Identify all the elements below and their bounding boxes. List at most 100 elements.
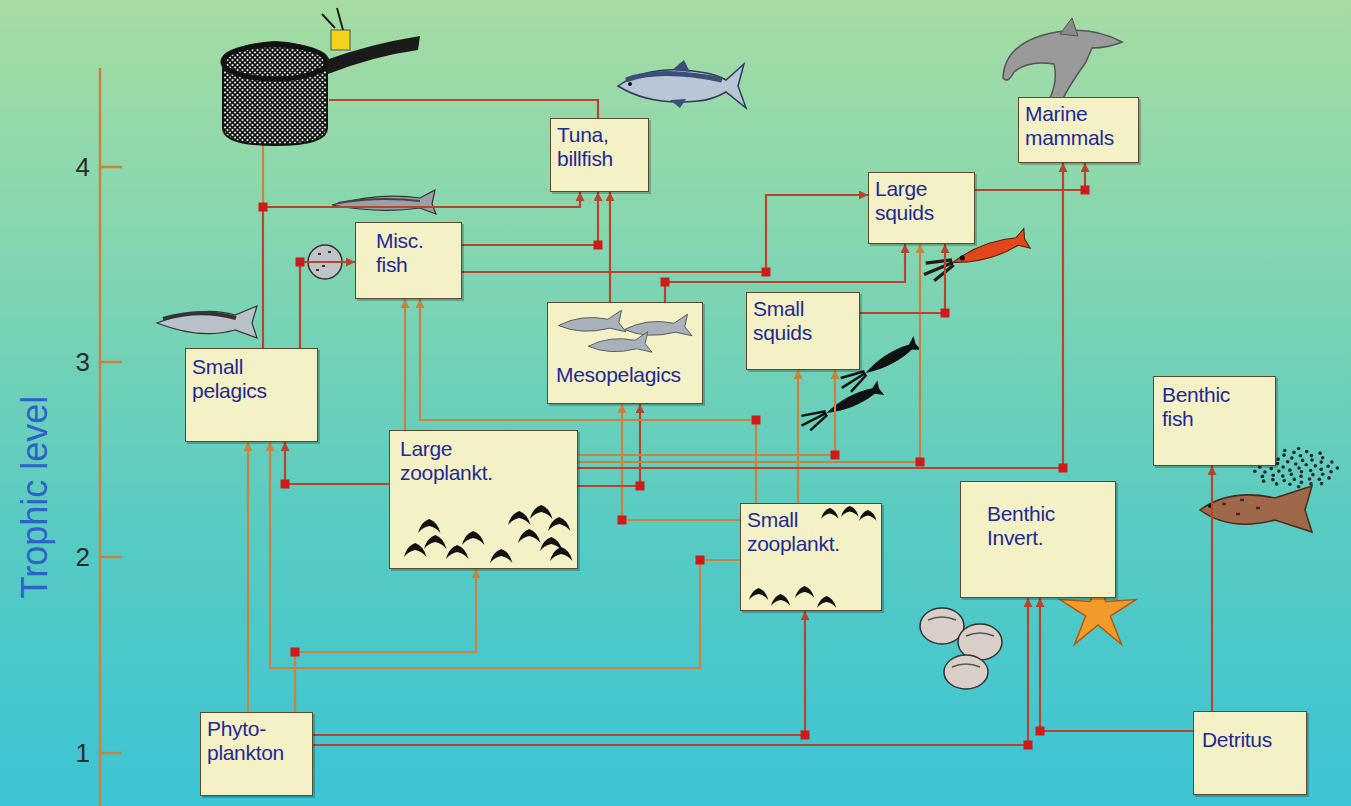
feeding-link: [609, 192, 611, 302]
zooplankton-icon: [749, 588, 768, 600]
zooplankton-icon: [490, 549, 512, 563]
food-web-box: Misc. fish: [355, 222, 462, 299]
school-fish-dot: [1305, 450, 1309, 454]
squid-tentacles: [921, 255, 957, 283]
school-fish-dot: [1309, 482, 1313, 486]
junction-marker: [1024, 741, 1033, 750]
axis-line: [99, 68, 102, 806]
node-label: Mesopelagics: [556, 363, 681, 387]
school-fish-dot: [1262, 479, 1266, 483]
zooplankton-icon: [771, 594, 790, 606]
feeding-link: [263, 192, 580, 348]
school-fish-dot: [1320, 482, 1324, 486]
feeding-link: [247, 442, 249, 712]
school-fish-dot: [1282, 479, 1286, 483]
junction-group: [259, 186, 1090, 750]
mesopelagic-fish-icon: [625, 314, 693, 336]
zooplankton-icon: [418, 519, 440, 533]
squid-body: [823, 380, 884, 420]
zooplankton-icon: [841, 506, 859, 517]
feeding-link: [313, 598, 1028, 745]
school-fish-dot: [1330, 460, 1334, 464]
food-web-box: Large zooplankt.: [389, 430, 578, 569]
net-float-ring: [223, 45, 327, 79]
node-label: Tuna, billfish: [557, 123, 643, 171]
feeding-link: [404, 299, 406, 430]
junction-marker: [291, 648, 300, 657]
boat-mast: [322, 8, 343, 30]
junction-marker: [696, 556, 705, 565]
school-fish-dot: [1276, 457, 1280, 461]
junction-marker: [259, 203, 268, 212]
zooplankton-icon: [518, 529, 540, 543]
school-fish-dot: [1299, 475, 1303, 479]
food-web-box: Phyto- plankton: [200, 712, 313, 796]
purse-seine-net: [223, 42, 327, 145]
feeding-link: [300, 262, 355, 348]
whale-fin: [1060, 18, 1078, 36]
node-label: Benthic Invert.: [987, 502, 1107, 550]
mesopelagic-fish-icon-group: [548, 303, 701, 402]
school-fish-dot: [1288, 468, 1292, 472]
school-fish-dot: [1275, 482, 1279, 486]
school-fish-dot: [1326, 464, 1330, 468]
school-fish-dot: [1292, 451, 1296, 455]
junction-marker: [618, 516, 627, 525]
sardine-icon: [157, 306, 257, 338]
zooplankton-icon: [859, 510, 877, 521]
feeding-link: [462, 192, 598, 245]
school-fish-dot: [1310, 454, 1314, 458]
tuna-back: [626, 74, 722, 81]
school-fish-dot: [1321, 472, 1325, 476]
mesopelagic-fish-icon: [588, 332, 652, 352]
zooplankton-icon: [548, 517, 570, 531]
school-fish-dot: [1281, 465, 1285, 469]
axis-tick-number: 1: [60, 738, 90, 768]
zooplankton-icon: [446, 545, 468, 559]
clam-icon: [944, 655, 988, 689]
feeding-link: [797, 370, 799, 503]
school-fish-dot: [1299, 454, 1303, 458]
clam-icon: [920, 608, 964, 644]
node-label: Misc. fish: [376, 229, 456, 277]
clam-ridges: [928, 617, 994, 667]
node-label: Small pelagics: [192, 355, 312, 403]
school-fish-dot: [1300, 481, 1304, 485]
food-web-box: Marine mammals: [1018, 97, 1139, 163]
school-fish-dot: [1309, 469, 1313, 473]
school-fish-dot: [1288, 482, 1292, 486]
zooplankton-icon: [424, 535, 446, 549]
school-fish-dot: [1294, 462, 1298, 466]
axis-tick-number: 4: [60, 152, 90, 182]
junction-marker: [941, 309, 950, 318]
feeding-link: [860, 244, 945, 313]
junction-marker: [762, 268, 771, 277]
food-web-box: Benthic fish: [1153, 376, 1276, 466]
junction-marker: [1036, 727, 1045, 736]
school-fish-dot: [1263, 470, 1267, 474]
axis-tick-number: 2: [60, 542, 90, 572]
fishing-boat: [331, 30, 350, 50]
school-fish-dot: [1271, 478, 1275, 482]
food-web-box: Benthic Invert.: [960, 481, 1116, 598]
squid-tentacles: [798, 406, 831, 433]
school-fish-dot: [1317, 478, 1321, 482]
benthic-fish-icon: [1200, 486, 1312, 532]
zooplankton-icon: [508, 511, 530, 525]
feeding-link: [313, 611, 805, 735]
benthic-fish-spots: [1222, 500, 1260, 514]
junction-marker: [1059, 464, 1068, 473]
node-label: Marine mammals: [1025, 102, 1133, 150]
catch-line: [329, 100, 598, 118]
feeding-link: [462, 195, 868, 272]
axis-tick-number: 3: [60, 347, 90, 377]
zooplankton-icon: [530, 505, 552, 519]
school-fish-dot: [1297, 447, 1301, 451]
node-label: Detritus: [1202, 728, 1272, 752]
school-fish-dot: [1276, 462, 1280, 466]
food-web-box: Small squids: [746, 292, 860, 370]
school-fish-dot: [1329, 470, 1333, 474]
